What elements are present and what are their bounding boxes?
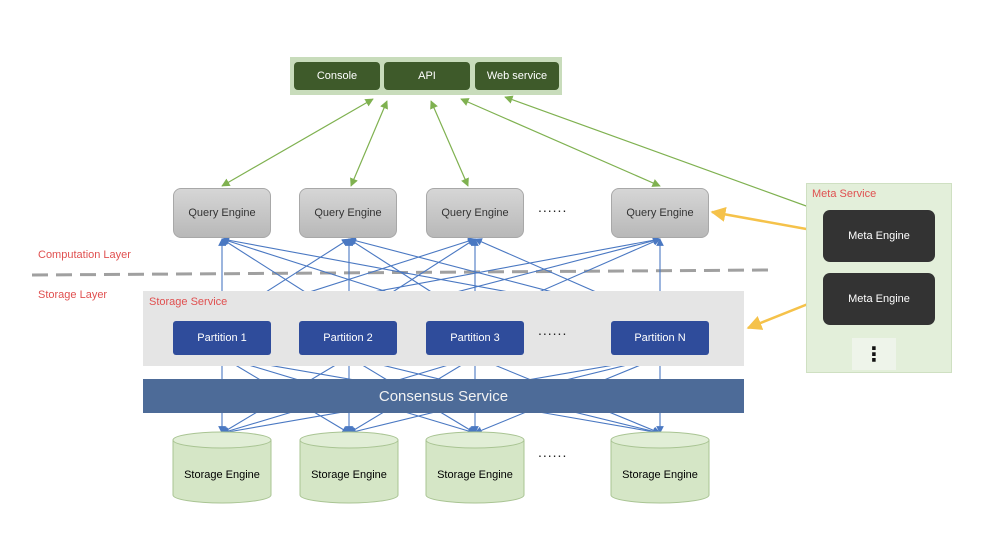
- query-engine-n[interactable]: Query Engine: [611, 188, 709, 238]
- cylinder-top: [610, 431, 710, 449]
- api-link: [430, 100, 469, 187]
- storage-engine-2[interactable]: Storage Engine: [299, 431, 399, 504]
- meta-engine-2[interactable]: Meta Engine: [823, 273, 935, 325]
- storage-engine-4[interactable]: Storage Engine: [610, 431, 710, 504]
- meta-service-label: Meta Service: [812, 188, 877, 200]
- query-engine-1[interactable]: Query Engine: [173, 188, 271, 238]
- storage-layer-label: Storage Layer: [38, 289, 108, 301]
- query-engine-3[interactable]: Query Engine: [426, 188, 524, 238]
- api-button[interactable]: API: [384, 62, 470, 90]
- cylinder-top: [172, 431, 272, 449]
- query-engine-ellipsis: ......: [538, 199, 568, 215]
- cylinder-body: [610, 439, 710, 504]
- console-button[interactable]: Console: [294, 62, 380, 90]
- meta-more-indicator: ⋮: [852, 338, 896, 370]
- storage-engine-label: Storage Engine: [437, 469, 513, 481]
- storage-engine-3[interactable]: Storage Engine: [425, 431, 525, 504]
- web-service-button[interactable]: Web service: [475, 62, 559, 90]
- storage-service-label: Storage Service: [149, 296, 228, 308]
- meta-engine-1[interactable]: Meta Engine: [823, 210, 935, 262]
- partition-n[interactable]: Partition N: [611, 321, 709, 355]
- cylinder-body: [172, 439, 272, 504]
- partition-3[interactable]: Partition 3: [426, 321, 524, 355]
- layer-divider: [31, 268, 771, 277]
- storage-engine-label: Storage Engine: [622, 469, 698, 481]
- storage-engines: Storage Engine Storage Engine Storage Engi…: [172, 431, 710, 504]
- api-link: [221, 98, 374, 187]
- api-link: [350, 100, 388, 187]
- storage-engine-ellipsis: ......: [538, 444, 568, 460]
- cylinder-top: [425, 431, 525, 449]
- storage-engine-label: Storage Engine: [311, 469, 387, 481]
- storage-engine-1[interactable]: Storage Engine: [172, 431, 272, 504]
- storage-engine-label: Storage Engine: [184, 469, 260, 481]
- cylinder-top: [299, 431, 399, 449]
- consensus-service-bar: Consensus Service: [143, 379, 744, 413]
- cylinder-body: [425, 439, 525, 504]
- partition-ellipsis: ......: [538, 322, 568, 338]
- cylinder-body: [299, 439, 399, 504]
- api-link: [460, 98, 661, 187]
- partition-2[interactable]: Partition 2: [299, 321, 397, 355]
- computation-layer-label: Computation Layer: [38, 249, 131, 261]
- partition-1[interactable]: Partition 1: [173, 321, 271, 355]
- query-engine-2[interactable]: Query Engine: [299, 188, 397, 238]
